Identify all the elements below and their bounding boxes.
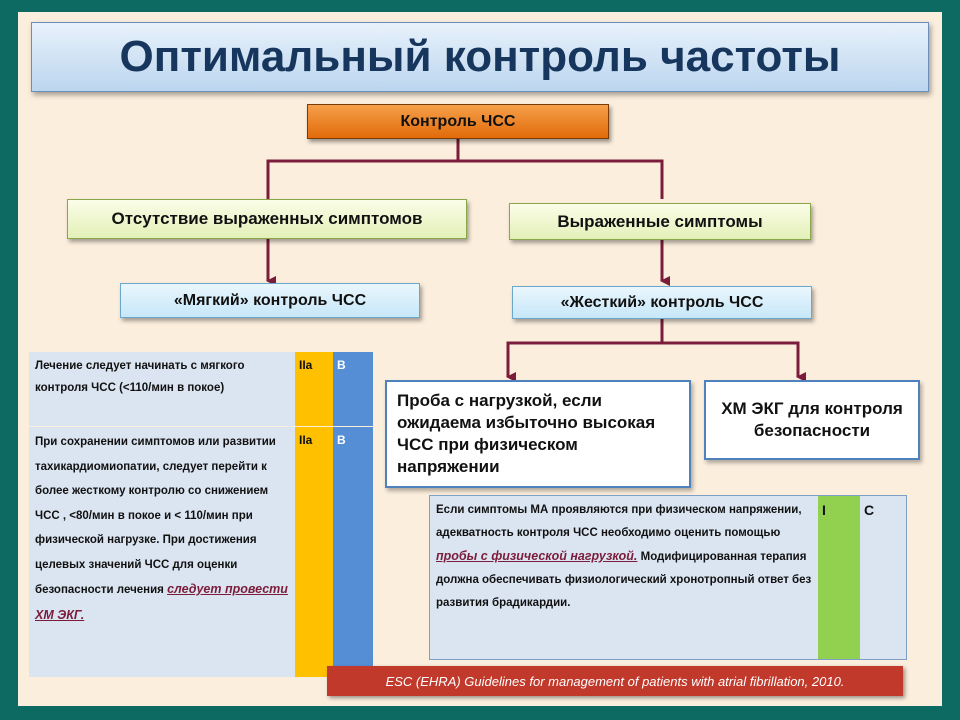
node-exercise-test: Проба с нагрузкой, если ожидаема избыточ… bbox=[385, 380, 691, 488]
recommendation-3: Если симптомы МА проявляются при физичес… bbox=[429, 495, 907, 660]
recommendation-3-class: I bbox=[818, 496, 860, 659]
slide-title: Оптимальный контроль частоты bbox=[31, 22, 929, 92]
recommendation-2-class: IIa bbox=[295, 427, 333, 677]
recommendation-3-body: Если симптомы МА проявляются при физичес… bbox=[436, 504, 802, 539]
node-strict-control: «Жесткий» контроль ЧСС bbox=[512, 286, 812, 319]
recommendation-1-class: IIa bbox=[295, 352, 333, 426]
node-no-symptoms: Отсутствие выраженных симптомов bbox=[67, 199, 467, 239]
recommendation-2-body: При сохранении симптомов или развитии та… bbox=[35, 436, 276, 596]
node-symptoms: Выраженные симптомы bbox=[509, 203, 811, 240]
recommendation-2-text: При сохранении симптомов или развитии та… bbox=[29, 427, 295, 677]
recommendation-3-level: C bbox=[860, 496, 906, 659]
source-footer: ESC (EHRA) Guidelines for management of … bbox=[327, 666, 903, 696]
recommendation-3-text: Если симптомы МА проявляются при физичес… bbox=[430, 496, 818, 659]
recommendation-3-body-end: Модифицированная терапия должна обеспечи… bbox=[436, 551, 812, 609]
node-holter-ecg: ХМ ЭКГ для контроля безопасности bbox=[704, 380, 920, 460]
holter-ecg-link[interactable]: следует провести ХМ ЭКГ. bbox=[35, 582, 288, 622]
exercise-test-link[interactable]: пробы с физической нагрузкой. bbox=[436, 549, 638, 563]
recommendation-1: Лечение следует начинать с мягкого контр… bbox=[29, 352, 373, 426]
recommendation-2-level: B bbox=[333, 427, 373, 677]
recommendation-1-text: Лечение следует начинать с мягкого контр… bbox=[29, 352, 295, 426]
node-soft-control: «Мягкий» контроль ЧСС bbox=[120, 283, 420, 318]
recommendation-2: При сохранении симптомов или развитии та… bbox=[29, 427, 373, 677]
root-node-hr-control: Контроль ЧСС bbox=[307, 104, 609, 139]
recommendation-1-level: B bbox=[333, 352, 373, 426]
